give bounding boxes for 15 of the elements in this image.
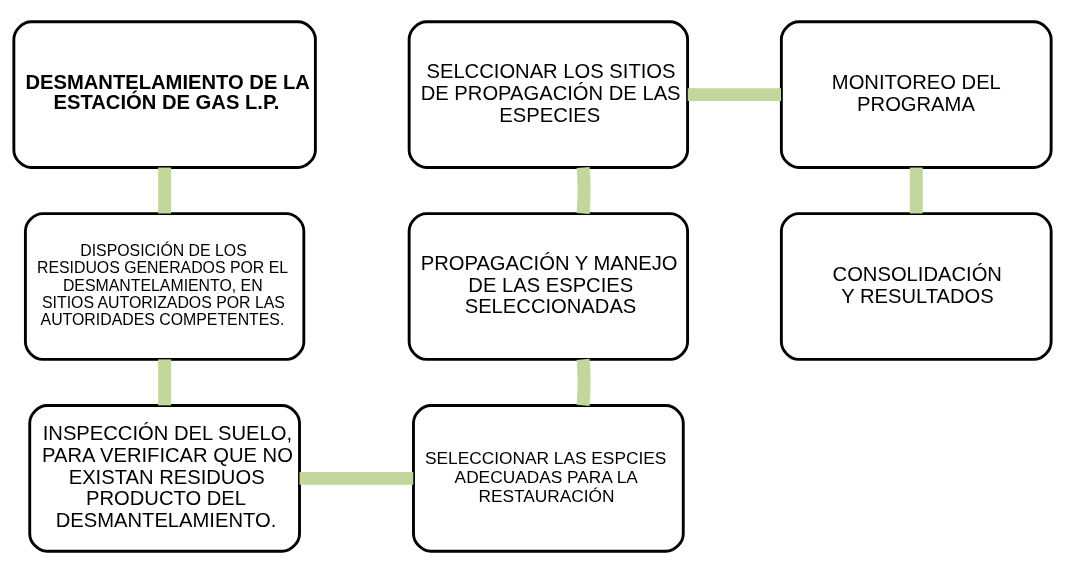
- node-box: PROPAGACIÓN Y MANEJO DE LAS ESPCIES SELECCIONADAS: [407, 212, 690, 361]
- connector: [576, 167, 591, 214]
- connector: [158, 167, 172, 214]
- node-box: INSPECCIÓN DEL SUELO, PARA VERIFICAR QUE NO EXISTAN RESIDUOS PRODUCTO DEL DESMANTELAMIENTO.: [28, 404, 301, 553]
- node-box: SELECCIONAR LAS ESPCIES ADECUADAS PARA LA RESTAURACIÓN: [412, 404, 685, 553]
- connector: [687, 88, 782, 102]
- connector: [299, 471, 414, 485]
- node-box: CONSOLIDACIÓN Y RESULTADOS: [779, 212, 1053, 361]
- connector: [909, 167, 923, 214]
- connector: [576, 358, 591, 406]
- connector: [158, 359, 172, 406]
- node-box: MONITOREO DEL PROGRAMA: [779, 20, 1053, 169]
- node-box: DESMANTELAMIENTO DE LA ESTACIÓN DE GAS L.P.: [12, 20, 317, 169]
- node-box: DISPOSICIÓN DE LOS RESIDUOS GENERADOS POR EL DESMANTELAMIENTO, EN SITIOS AUTORIZADOS POR LAS AUTORIDADES COMPETENTES.: [23, 212, 306, 361]
- node-box: SELCCIONAR LOS SITIOS DE PROPAGACIÓN DE LAS ESPECIES: [407, 20, 690, 169]
